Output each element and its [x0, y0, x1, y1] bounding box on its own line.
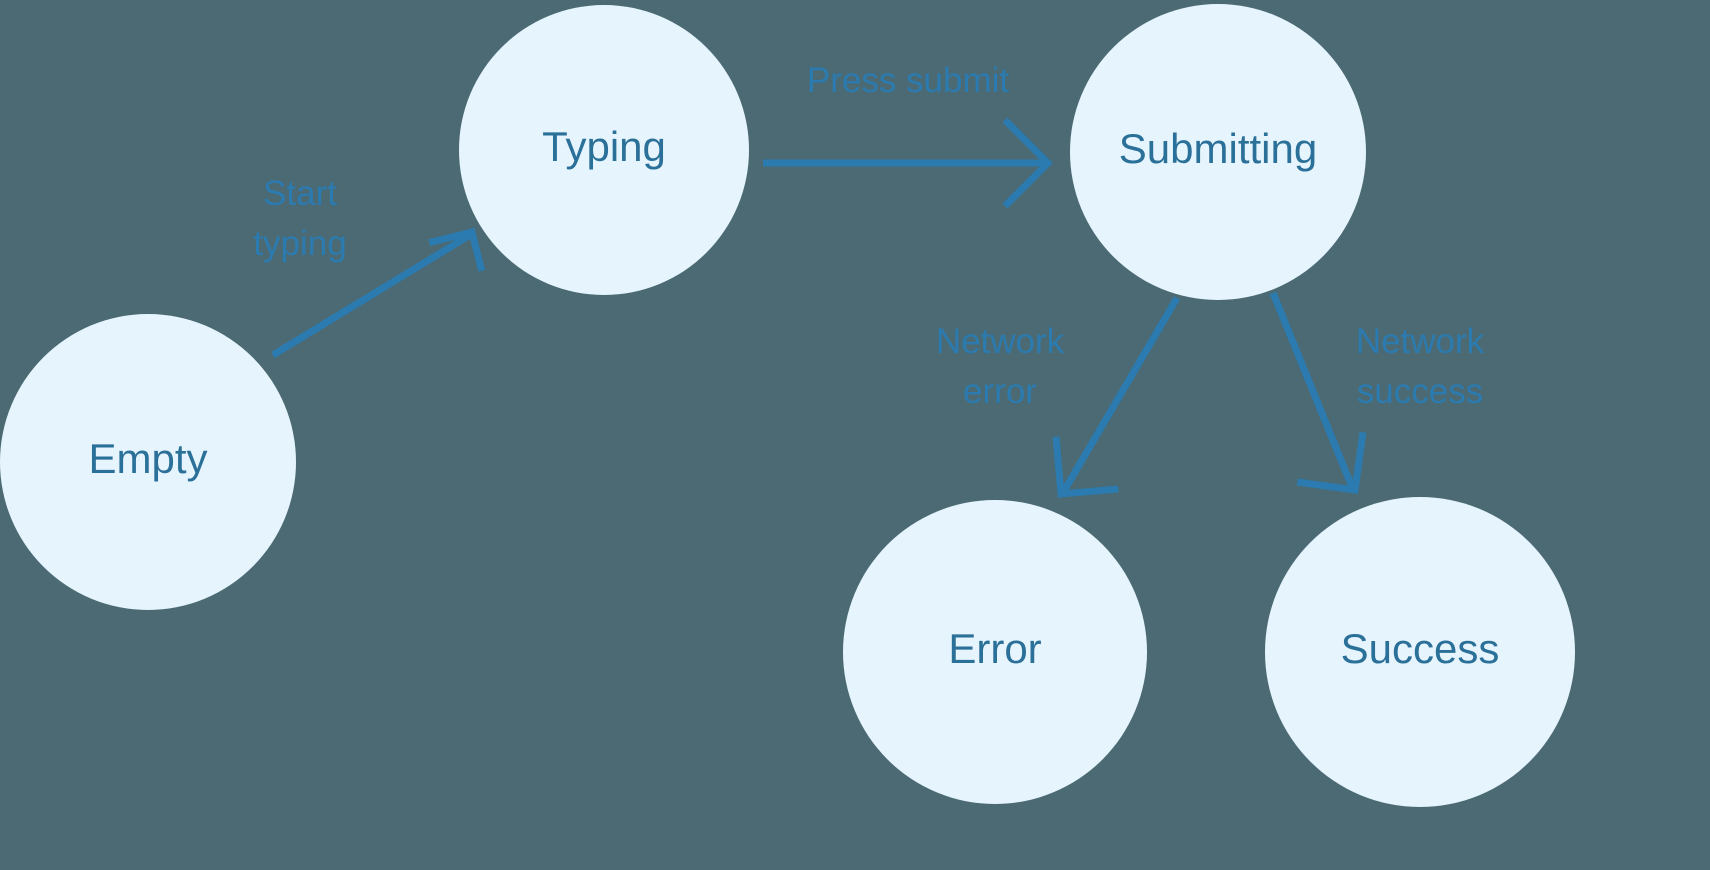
- edge-submitting-to-error-line: [1060, 296, 1181, 493]
- node-empty-circle[interactable]: [0, 314, 296, 610]
- edge-empty-to-typing-arrowhead: [428, 227, 486, 272]
- node-error[interactable]: Error: [843, 500, 1147, 804]
- node-typing-label: Typing: [542, 123, 666, 170]
- edge-submitting-to-success-line: [1269, 291, 1356, 489]
- edge-submitting-to-error-arrowhead: [1052, 436, 1119, 498]
- node-empty-label: Empty: [88, 435, 207, 482]
- node-typing-circle[interactable]: [459, 5, 749, 295]
- node-submitting-circle[interactable]: [1070, 4, 1366, 300]
- edge-label-network-success-line2: success: [1357, 372, 1483, 411]
- edge-label-network-error-line2: error: [963, 372, 1037, 411]
- edge-label-network-error-line1: Network: [936, 322, 1065, 361]
- edge-submitting-to-error: [1052, 296, 1181, 498]
- edge-label-submitting-to-success: Network success: [1356, 322, 1485, 411]
- edge-typing-to-submitting-arrowhead: [1002, 117, 1053, 209]
- edge-empty-to-typing-line: [271, 232, 472, 358]
- edge-label-start-typing-line1: Start: [263, 174, 337, 213]
- edge-empty-to-typing: [271, 227, 486, 358]
- edge-label-submitting-to-error: Network error: [936, 322, 1065, 411]
- edge-submitting-to-success: [1269, 291, 1367, 494]
- node-empty[interactable]: Empty: [0, 314, 296, 610]
- node-typing[interactable]: Typing: [459, 5, 749, 295]
- edge-submitting-to-success-arrowhead: [1296, 431, 1367, 494]
- edge-label-network-success-line1: Network: [1356, 322, 1485, 361]
- node-submitting-label: Submitting: [1119, 125, 1317, 172]
- node-success-label: Success: [1341, 625, 1500, 672]
- node-success[interactable]: Success: [1265, 497, 1575, 807]
- edge-label-typing-to-submitting: Press submit: [807, 61, 1010, 100]
- edge-label-press-submit-line1: Press submit: [807, 61, 1010, 100]
- edge-label-empty-to-typing: Start typing: [253, 174, 346, 263]
- node-error-label: Error: [948, 625, 1041, 672]
- node-error-circle[interactable]: [843, 500, 1147, 804]
- edge-label-start-typing-line2: typing: [253, 224, 346, 263]
- edge-typing-to-submitting: [763, 117, 1053, 209]
- node-submitting[interactable]: Submitting: [1070, 4, 1366, 300]
- node-success-circle[interactable]: [1265, 497, 1575, 807]
